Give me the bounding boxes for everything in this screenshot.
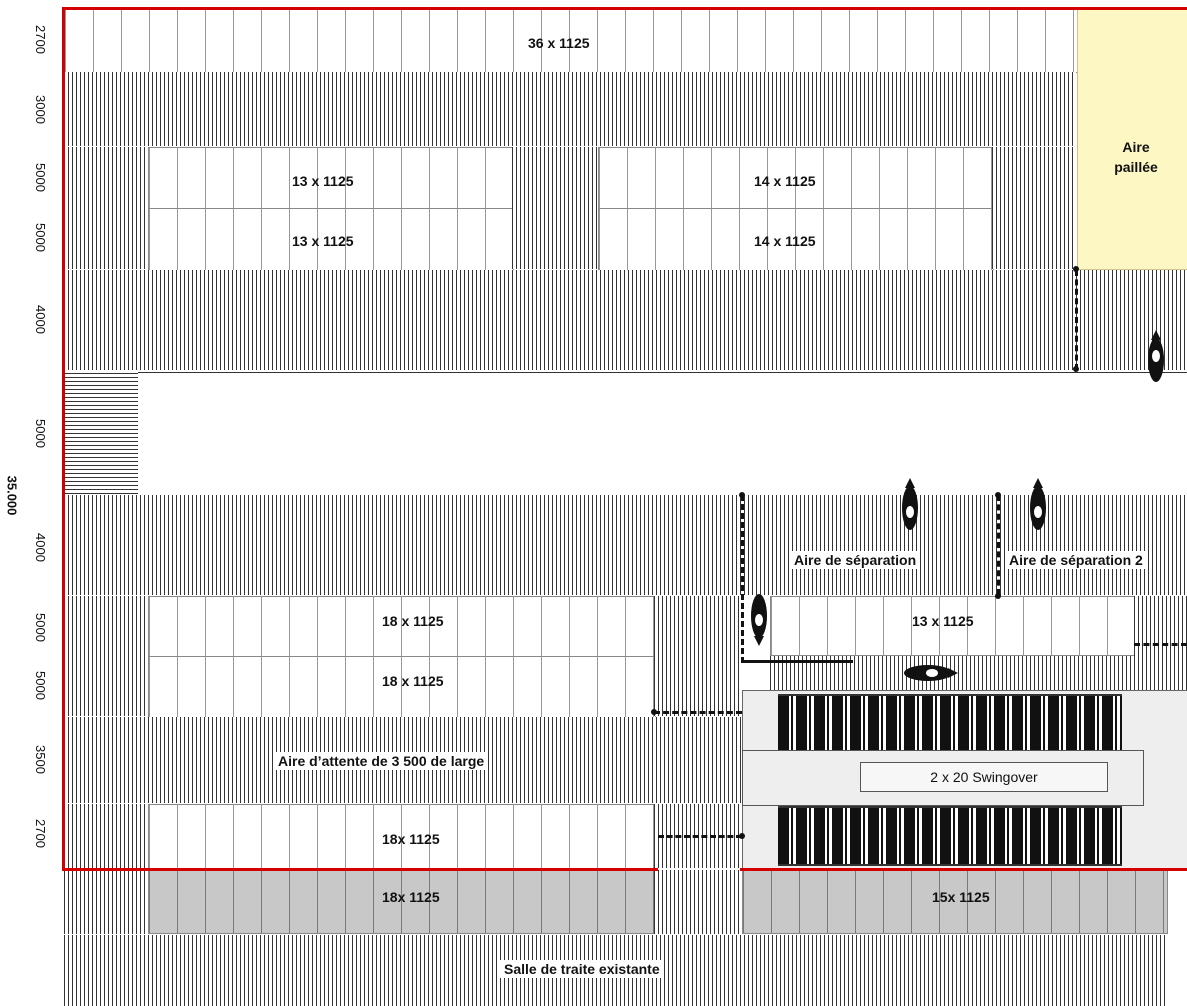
cow-row-upper <box>778 694 1122 752</box>
dim-row-1: 2700 <box>32 25 48 54</box>
label-mid-right: 13 x 1125 <box>912 613 974 629</box>
gate-post <box>995 593 1001 599</box>
dim-row-4: 5000 <box>32 223 48 252</box>
alley-4000-lower <box>64 495 1187 595</box>
cubicles-mid-left-1 <box>148 596 656 658</box>
label-left-upper-2: 13 x 1125 <box>292 233 354 249</box>
cow-icon <box>1148 330 1164 382</box>
gate-waiting-upper <box>654 711 742 714</box>
gate-separation-2 <box>997 495 1000 595</box>
dim-row-10: 3500 <box>32 745 48 774</box>
dim-row-8: 5000 <box>32 613 48 642</box>
gate-straw-area <box>1075 270 1078 370</box>
feed-table-end <box>64 372 138 494</box>
alley-mid-center <box>654 596 742 716</box>
label-bottom-left: 18x 1125 <box>382 831 440 847</box>
label-right-upper-2: 14 x 1125 <box>754 233 816 249</box>
alley-left-band <box>64 147 148 269</box>
gate-separation-1 <box>741 495 744 663</box>
existing-cubicles-left <box>148 870 656 934</box>
label-existing-left: 18x 1125 <box>382 889 440 905</box>
cubicles-left-upper-1 <box>148 147 514 210</box>
cubicles-right-upper-2 <box>598 208 994 271</box>
alley-right-band <box>992 147 1076 269</box>
gate-post <box>739 492 745 498</box>
boundary-top <box>62 7 1187 10</box>
feed-alley-top <box>64 72 1076 146</box>
gate-mid-right <box>1134 643 1187 646</box>
label-straw-area: Aire paillée <box>1114 139 1158 175</box>
straw-area <box>1077 9 1187 270</box>
dim-row-5: 4000 <box>32 305 48 334</box>
cubicles-mid-left-2 <box>148 656 656 718</box>
label-existing-parlour: Salle de traite existante <box>500 960 664 978</box>
cow-row-lower <box>778 806 1122 866</box>
existing-alley-left <box>64 870 148 934</box>
cubicles-top-row <box>64 9 1078 73</box>
existing-alley-center <box>654 870 742 934</box>
cubicles-bottom-left <box>148 804 656 870</box>
dim-row-6: 5000 <box>32 419 48 448</box>
label-separation-1: Aire de séparation <box>790 551 921 569</box>
label-left-upper-1: 13 x 1125 <box>292 173 354 189</box>
boundary-bottom-left <box>62 868 658 871</box>
dim-total: 35.000 <box>4 475 20 516</box>
dim-row-11: 2700 <box>32 819 48 848</box>
alley-bottom-left <box>64 804 148 868</box>
crossover-passage <box>512 147 598 269</box>
cow-icon <box>1030 478 1046 530</box>
label-mid-left-2: 18 x 1125 <box>382 673 444 689</box>
gate-post <box>739 833 745 839</box>
alley-mid-left <box>64 596 148 716</box>
gate-post <box>651 709 657 715</box>
entry-rail <box>741 660 853 663</box>
label-mid-left-1: 18 x 1125 <box>382 613 444 629</box>
dim-row-2: 3000 <box>32 95 48 124</box>
label-separation-2: Aire de séparation 2 <box>1005 551 1147 569</box>
dim-row-9: 5000 <box>32 671 48 700</box>
boundary-left <box>62 7 65 871</box>
label-existing-right: 15x 1125 <box>932 889 990 905</box>
gate-post <box>1073 366 1079 372</box>
label-parlour: 2 x 20 Swingover <box>860 762 1108 792</box>
label-waiting-area: Aire d’attente de 3 500 de large <box>274 752 489 770</box>
dim-row-3: 5000 <box>32 163 48 192</box>
alley-4000-upper <box>64 270 1187 370</box>
gate-waiting-lower <box>658 835 742 838</box>
boundary-bottom-right <box>740 868 1187 871</box>
existing-cubicles-right <box>742 870 1168 934</box>
dim-row-7: 4000 <box>32 533 48 562</box>
cow-icon <box>751 594 767 646</box>
cow-icon <box>902 478 918 530</box>
cow-icon <box>904 665 958 681</box>
cubicles-mid-right <box>770 596 1136 656</box>
label-top-cubicles: 36 x 1125 <box>528 35 590 51</box>
label-right-upper-1: 14 x 1125 <box>754 173 816 189</box>
cubicles-left-upper-2 <box>148 208 514 271</box>
gate-post <box>995 492 1001 498</box>
gate-post <box>1073 266 1079 272</box>
feeding-table <box>138 372 1187 496</box>
